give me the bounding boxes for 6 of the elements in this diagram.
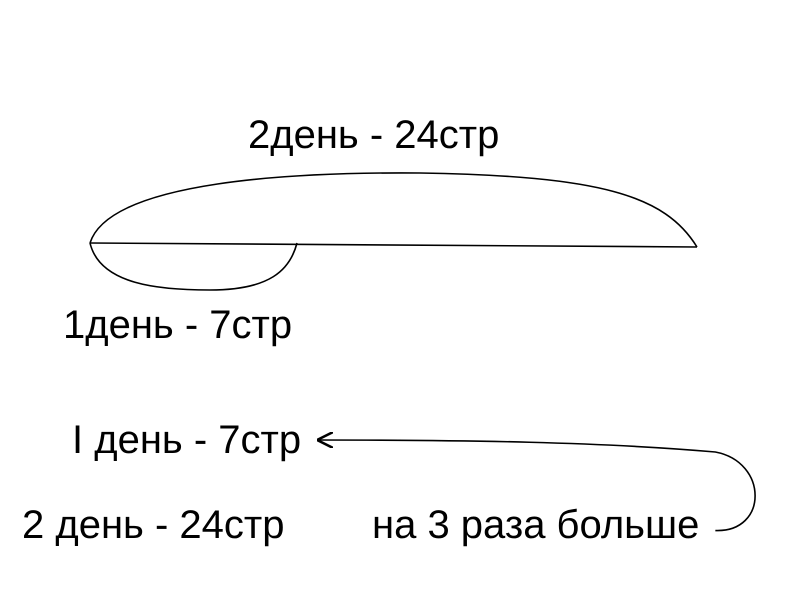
curved-arrow bbox=[316, 430, 756, 532]
brace-label: 2день - 24стр bbox=[248, 112, 500, 158]
condition-text: I день - 7стр bbox=[72, 417, 318, 463]
brace-label: 1день - 7стр bbox=[63, 302, 292, 348]
comparison-text: на 3 раза больше bbox=[372, 502, 716, 548]
condition-text: 2 день - 24стр bbox=[22, 502, 284, 548]
